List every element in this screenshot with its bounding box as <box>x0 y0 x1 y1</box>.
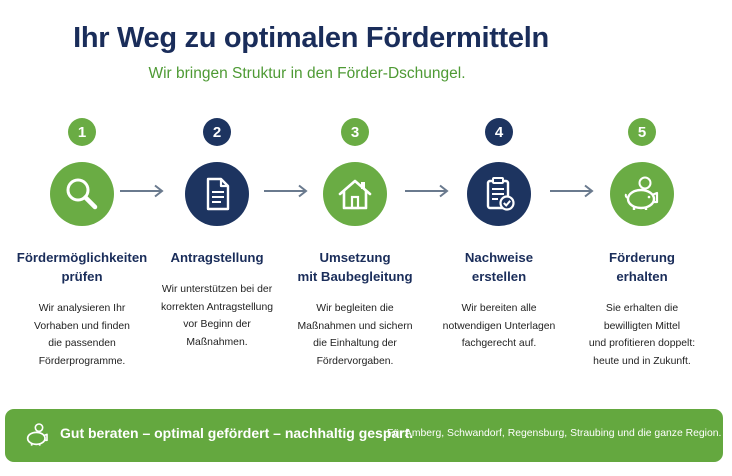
step-number-badge: 5 <box>628 118 656 146</box>
checklist-icon <box>486 177 515 211</box>
step-1: 1 Fördermöglichkeiten prüfen Wir analysi… <box>7 118 157 370</box>
step-title: Nachweise erstellen <box>464 250 534 284</box>
step-icon-circle <box>185 162 249 226</box>
document-icon <box>206 177 230 211</box>
step-5: 5 Förderung erhalten Sie erhalten die be… <box>567 118 717 370</box>
banner-region: Für Amberg, Schwandorf, Regensburg, Stra… <box>387 428 722 439</box>
step-4: 4 Nachweise erstellen Wir bereiten alle … <box>424 118 574 353</box>
step-number-badge: 2 <box>203 118 231 146</box>
step-icon-circle <box>467 162 531 226</box>
step-description: Wir begleiten die Maßnahmen und sichern … <box>297 303 413 367</box>
piggy-bank-icon <box>26 423 48 446</box>
banner-slogan: Gut beraten – optimal gefördert – nachha… <box>60 425 414 441</box>
page-subtitle: Wir bringen Struktur in den Förder-Dschu… <box>148 65 466 82</box>
step-description: Wir bereiten alle notwendigen Unterlagen… <box>442 303 556 349</box>
house-icon <box>338 179 372 210</box>
arrow-right-icon <box>120 184 164 198</box>
arrow-right-icon <box>550 184 594 198</box>
step-title: Antragstellung <box>170 250 264 265</box>
magnifier-icon <box>66 178 98 210</box>
step-description: Wir analysieren Ihr Vorhaben und finden … <box>34 303 130 367</box>
step-icon-circle <box>323 162 387 226</box>
arrow-right-icon <box>405 184 449 198</box>
step-icon-circle <box>50 162 114 226</box>
step-number-badge: 1 <box>68 118 96 146</box>
step-title: Fördermöglichkeiten prüfen <box>16 250 148 284</box>
step-description: Sie erhalten die bewilligten Mittel und … <box>588 303 696 367</box>
step-icon-circle <box>610 162 674 226</box>
step-2: 2 Antragstellung Wir unterstützen bei de… <box>142 118 292 351</box>
arrow-right-icon <box>264 184 308 198</box>
step-title: Umsetzung mit Baubegleitung <box>297 250 413 284</box>
step-number-badge: 3 <box>341 118 369 146</box>
step-title: Förderung erhalten <box>609 250 675 284</box>
page-title: Ihr Weg zu optimalen Fördermitteln <box>73 22 549 54</box>
step-3: 3 Umsetzung mit Baubegleitung Wir beglei… <box>280 118 430 370</box>
step-number-badge: 4 <box>485 118 513 146</box>
step-description: Wir unterstützen bei der korrekten Antra… <box>160 284 274 348</box>
slogan-banner: Gut beraten – optimal gefördert – nachha… <box>5 409 723 462</box>
piggy-bank-icon <box>624 176 659 210</box>
